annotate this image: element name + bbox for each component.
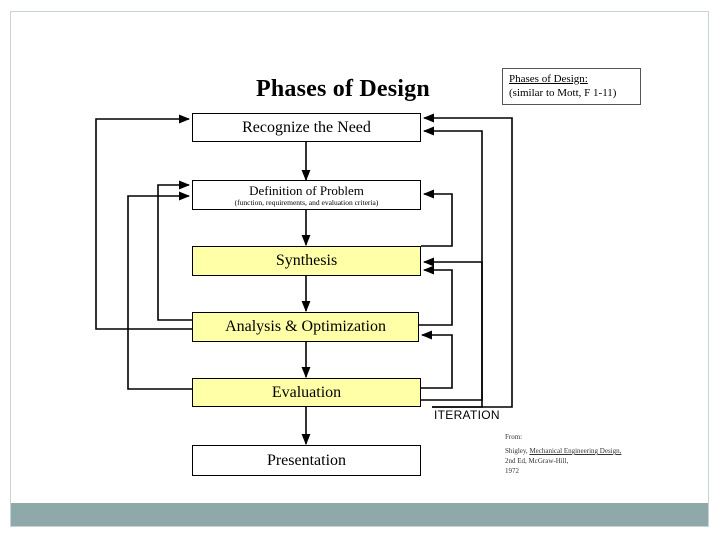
footer-bar xyxy=(11,503,708,526)
box-presentation: Presentation xyxy=(192,445,421,476)
iteration-label: ITERATION xyxy=(434,408,500,422)
box-definition-of-problem: Definition of Problem (function, require… xyxy=(192,180,421,210)
box-synthesis: Synthesis xyxy=(192,246,421,276)
box-label: Recognize the Need xyxy=(242,118,371,136)
reference-note: Phases of Design: (similar to Mott, F 1-… xyxy=(502,68,641,105)
left-loop-analysis-to-recognize xyxy=(95,114,192,330)
box-label: Analysis & Optimization xyxy=(225,318,386,335)
box-label: Evaluation xyxy=(271,383,342,401)
source-year: 1972 xyxy=(505,467,519,475)
source-author-line: Shigley, Mechanical Engineering Design, xyxy=(505,446,625,456)
box-analysis-optimization: Analysis & Optimization xyxy=(192,312,419,342)
right-loop-analysis-to-synthesis xyxy=(419,265,453,326)
box-label: Presentation xyxy=(266,451,347,469)
source-author: Shigley, xyxy=(505,447,528,455)
box-evaluation: Evaluation xyxy=(192,378,421,407)
left-loop-analysis-to-definition xyxy=(157,180,192,321)
box-label: Definition of Problem xyxy=(249,182,364,198)
reference-note-line-1: Phases of Design: xyxy=(509,73,588,85)
box-label: Synthesis xyxy=(275,252,338,269)
source-from: From: xyxy=(505,433,523,441)
right-loop-synthesis-to-definition xyxy=(421,189,453,247)
box-sublabel: (function, requirements, and evaluation … xyxy=(234,197,379,207)
reference-note-line-2: (similar to Mott, F 1-11) xyxy=(509,87,617,99)
right-loop-iteration-to-synthesis xyxy=(422,257,483,408)
source-book-title: Mechanical Engineering Design, xyxy=(529,447,622,455)
box-recognize-the-need: Recognize the Need xyxy=(192,113,421,142)
source-citation: From: Shigley, Mechanical Engineering De… xyxy=(505,432,625,476)
source-edition: 2nd Ed, McGraw-Hill, xyxy=(505,457,569,465)
diagram-title: Phases of Design xyxy=(256,76,430,102)
right-loop-evaluation-to-analysis xyxy=(420,330,453,389)
left-loop-evaluation-to-definition xyxy=(127,191,192,390)
